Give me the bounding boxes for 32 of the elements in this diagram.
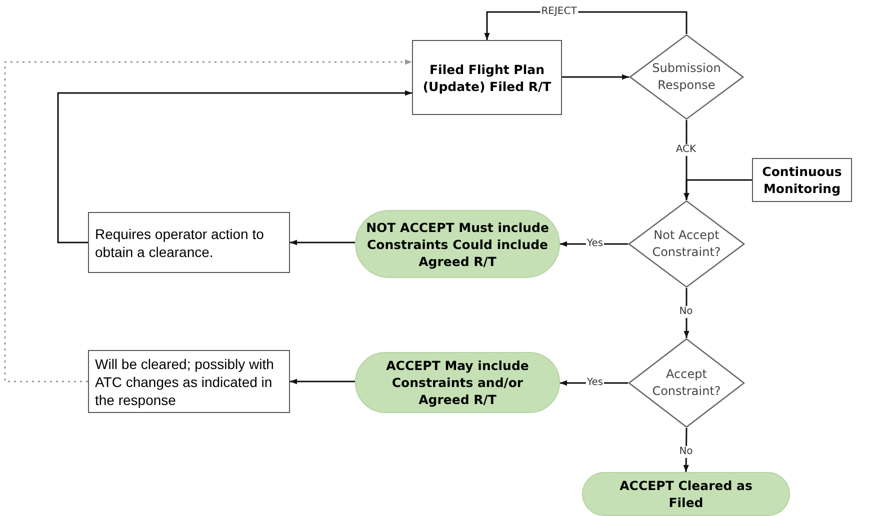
edge-label: No <box>678 446 694 458</box>
arrow <box>57 90 412 244</box>
process-box <box>752 158 852 202</box>
note-box <box>88 212 290 273</box>
node-text: Not Accept Constraint? <box>651 227 722 261</box>
arrow <box>560 380 628 386</box>
decision-diamond <box>629 34 744 120</box>
arrow <box>684 179 752 200</box>
edge-label: ACK <box>674 144 698 156</box>
arrow <box>683 428 689 472</box>
arrow <box>562 74 629 80</box>
node-text: Accept Constraint? <box>651 366 722 400</box>
arrow <box>4 59 412 382</box>
node-text: ACCEPT Cleared as Filed <box>618 477 754 511</box>
node-text: ACCEPT May include Constraints and/or Agreed R/T <box>385 357 530 408</box>
note-box <box>88 350 290 413</box>
node-text: Requires operator action to obtain a clearance. <box>95 224 265 260</box>
node-text: Will be cleared; possibly with ATC changes as indicated in the response <box>95 354 275 408</box>
arrow <box>684 288 690 338</box>
node-text: NOT ACCEPT Must include Constraints Could include Agreed R/T <box>365 218 550 270</box>
decision-diamond <box>628 338 745 428</box>
arrow <box>560 241 628 247</box>
edge-label: No <box>678 306 694 318</box>
node-text: Filed Flight Plan (Update) Filed R/T <box>422 60 552 94</box>
decision-diamond <box>628 200 745 288</box>
arrow <box>290 378 355 384</box>
node-text: Continuous Monitoring <box>761 163 843 197</box>
process-box <box>412 40 562 115</box>
edge-label: REJECT <box>540 6 578 18</box>
arrow <box>290 240 355 246</box>
terminal-pill <box>582 472 790 516</box>
node-text: Submission Response <box>651 60 722 94</box>
